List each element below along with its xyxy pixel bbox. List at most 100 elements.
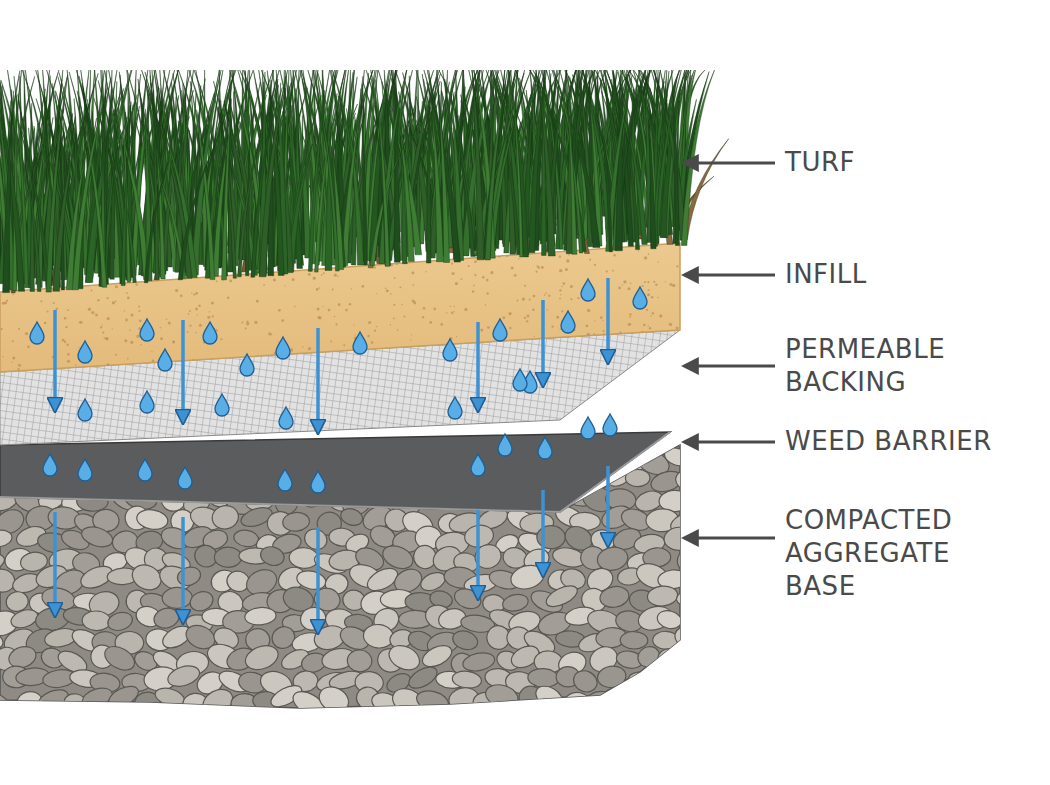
infill-speck — [25, 332, 28, 335]
water-drop — [498, 434, 512, 456]
stone — [647, 585, 679, 608]
infill-speck — [129, 329, 131, 331]
infill-speck — [663, 343, 665, 345]
infill-speck — [647, 293, 650, 296]
infill-speck — [91, 290, 93, 292]
stone — [419, 641, 455, 671]
water-drop — [158, 349, 172, 371]
stone — [244, 606, 276, 626]
infill-speck — [1, 328, 3, 330]
infill-speck — [125, 319, 128, 322]
water-drop — [581, 279, 595, 301]
infill-speck — [397, 329, 399, 331]
water-arrow — [541, 300, 545, 385]
infill-speck — [426, 370, 429, 373]
stone — [687, 608, 717, 627]
infill-speck — [127, 297, 130, 300]
infill-speck — [334, 274, 337, 277]
water-arrow — [606, 466, 610, 545]
infill-speck — [281, 319, 284, 322]
infill-speck — [316, 288, 319, 291]
infill-speck — [408, 359, 410, 361]
water-drop — [353, 332, 367, 354]
infill-speck — [602, 320, 603, 321]
infill-speck — [139, 373, 141, 375]
infill-speck — [620, 357, 622, 359]
infill-speck — [11, 362, 12, 363]
infill-speck — [587, 309, 590, 312]
stone — [537, 526, 566, 549]
infill-speck — [31, 370, 33, 372]
infill-speck — [268, 365, 270, 367]
infill-speck — [499, 366, 502, 369]
grass-blade — [672, 70, 680, 246]
infill-speck — [546, 309, 548, 311]
stone — [620, 631, 648, 649]
infill-speck — [586, 325, 589, 328]
infill-speck — [341, 362, 344, 365]
infill-speck — [335, 323, 337, 325]
infill-speck — [529, 299, 531, 301]
infill-speck — [292, 278, 295, 281]
infill-speck — [100, 326, 102, 328]
infill-speck — [160, 337, 163, 340]
infill-speck — [561, 286, 562, 287]
infill-speck — [12, 356, 15, 359]
infill-speck — [416, 358, 419, 361]
stone — [214, 547, 242, 568]
water-drop — [140, 391, 154, 413]
infill-speck — [646, 309, 648, 311]
grass-blade — [681, 70, 714, 245]
stone — [532, 682, 566, 712]
stone — [615, 688, 647, 716]
infill-speck — [195, 308, 198, 311]
infill-speck — [606, 270, 608, 272]
infill-speck — [523, 372, 524, 373]
stone — [106, 682, 142, 711]
stone — [233, 528, 260, 548]
infill-speck — [268, 332, 271, 335]
infill-speck — [323, 272, 325, 274]
water-drop — [178, 467, 192, 489]
stone — [450, 628, 480, 653]
infill-speck — [371, 341, 374, 344]
infill-speck — [619, 331, 621, 333]
infill-speck — [499, 365, 501, 367]
infill-speck — [127, 358, 129, 360]
stone — [662, 445, 692, 469]
stone — [0, 590, 2, 613]
infill-speck — [460, 348, 463, 351]
infill-speck — [317, 307, 320, 310]
infill-speck — [56, 308, 58, 310]
infill-speck — [193, 294, 195, 296]
infill-speck — [192, 359, 195, 362]
infill-speck — [472, 290, 474, 292]
grass-blade — [19, 126, 50, 289]
infill-speck — [594, 320, 595, 321]
infill-speck — [173, 340, 175, 342]
infill-speck — [263, 284, 265, 286]
infill-speck — [88, 308, 91, 311]
infill-speck — [191, 292, 192, 293]
grass-blade — [361, 89, 368, 265]
infill-speck — [641, 285, 643, 287]
infill-speck — [490, 271, 493, 274]
infill-speck — [40, 300, 42, 302]
stone — [678, 682, 710, 712]
infill-speck — [506, 254, 509, 257]
infill-speck — [64, 341, 66, 343]
infill-speck — [139, 319, 142, 322]
water-arrow — [181, 320, 185, 422]
infill-speck — [106, 363, 109, 366]
infill-speck — [671, 330, 674, 333]
infill-speck — [474, 260, 477, 263]
infill-speck — [470, 363, 471, 364]
infill-speck — [197, 314, 198, 315]
water-arrow — [606, 278, 610, 362]
grass-blade — [510, 70, 522, 257]
infill-speck — [65, 326, 67, 328]
water-arrow — [476, 510, 480, 598]
infill-speck — [198, 304, 201, 307]
infill-speck — [559, 255, 561, 257]
stone — [14, 689, 45, 718]
